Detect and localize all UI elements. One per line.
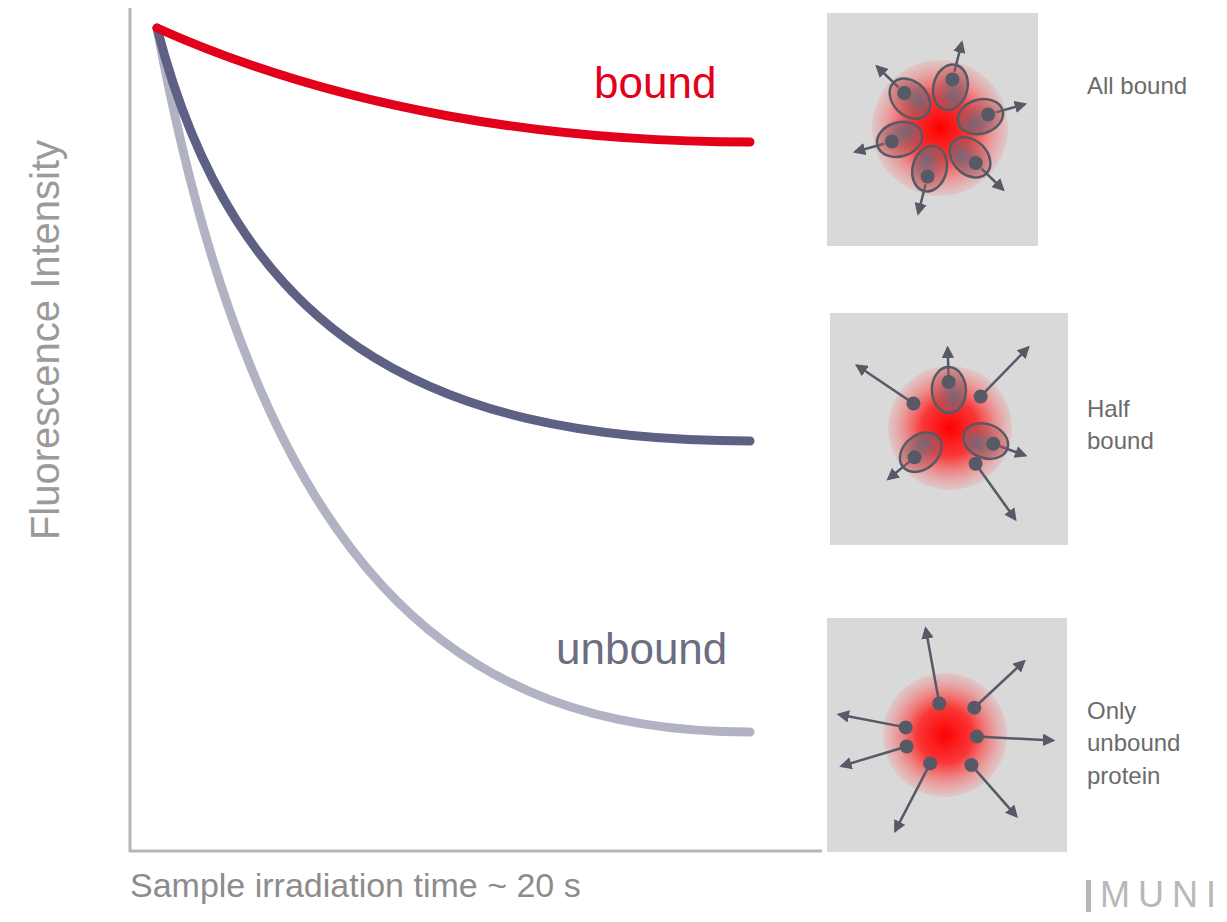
protein-dot <box>932 697 946 711</box>
bound-complex <box>892 424 949 480</box>
protein-dot <box>923 756 937 770</box>
panel-ground <box>827 618 1067 852</box>
bound-complex <box>942 129 999 185</box>
panel-ground <box>827 13 1038 246</box>
rotation-arrow <box>842 746 907 766</box>
bound-complex <box>873 117 926 162</box>
panel-ground <box>830 313 1068 545</box>
panel-caption: Half bound <box>1087 393 1157 458</box>
protein-dot <box>981 107 995 121</box>
curve-label: unbound <box>556 624 727 675</box>
unbound-curve <box>157 28 750 732</box>
panel-caption: All bound <box>1087 70 1187 102</box>
protein-dot <box>897 86 911 100</box>
protein-dot <box>970 730 984 744</box>
logo-text: MUNI <box>1100 874 1224 915</box>
protein-dot <box>974 389 988 403</box>
protein-dot <box>921 169 935 183</box>
protein-dot <box>967 701 981 715</box>
rotation-arrow <box>857 366 913 404</box>
half-bound-curve <box>157 28 750 441</box>
rotation-arrow <box>895 763 930 830</box>
bound-complex <box>882 70 939 126</box>
illustration-panel: Half bound <box>830 313 1068 545</box>
protein-dot <box>900 739 914 753</box>
rotation-arrow <box>981 348 1028 397</box>
logo-bar <box>1086 880 1091 912</box>
protein-dot <box>986 437 1000 451</box>
fluorescence-glow <box>872 60 1008 196</box>
axis-title: Fluorescence Intensity <box>22 140 68 540</box>
protein-dot <box>906 396 920 410</box>
x-axis <box>129 850 822 853</box>
bound-complex <box>954 94 1007 139</box>
protein-dot <box>945 73 959 87</box>
y-axis <box>129 8 132 852</box>
protein-dot <box>969 156 983 170</box>
protein-dot <box>964 758 978 772</box>
protein-dot <box>942 375 956 389</box>
protein-dot <box>969 457 983 471</box>
rotation-arrow <box>971 765 1016 816</box>
rotation-arrow <box>839 714 906 727</box>
bound-curve <box>157 28 750 142</box>
axis-title: Sample irradiation time ~ 20 s <box>130 866 581 905</box>
rotation-arrow <box>977 737 1053 741</box>
bound-complex <box>958 417 1013 465</box>
illustration-panel: All bound <box>827 13 1038 246</box>
fluorescence-glow <box>883 673 1007 797</box>
protein-dot <box>908 450 922 464</box>
rotation-arrow <box>976 464 1016 519</box>
protein-dot <box>899 720 913 734</box>
rotation-arrow <box>926 629 940 704</box>
illustration-panel: Only unbound protein <box>827 618 1067 852</box>
rotation-arrow <box>974 661 1024 707</box>
bound-complex <box>931 367 966 414</box>
panel-caption: Only unbound protein <box>1087 695 1207 792</box>
protein-dot <box>885 135 899 149</box>
curve-label: bound <box>594 58 716 109</box>
particle-illustrations <box>827 13 1068 852</box>
